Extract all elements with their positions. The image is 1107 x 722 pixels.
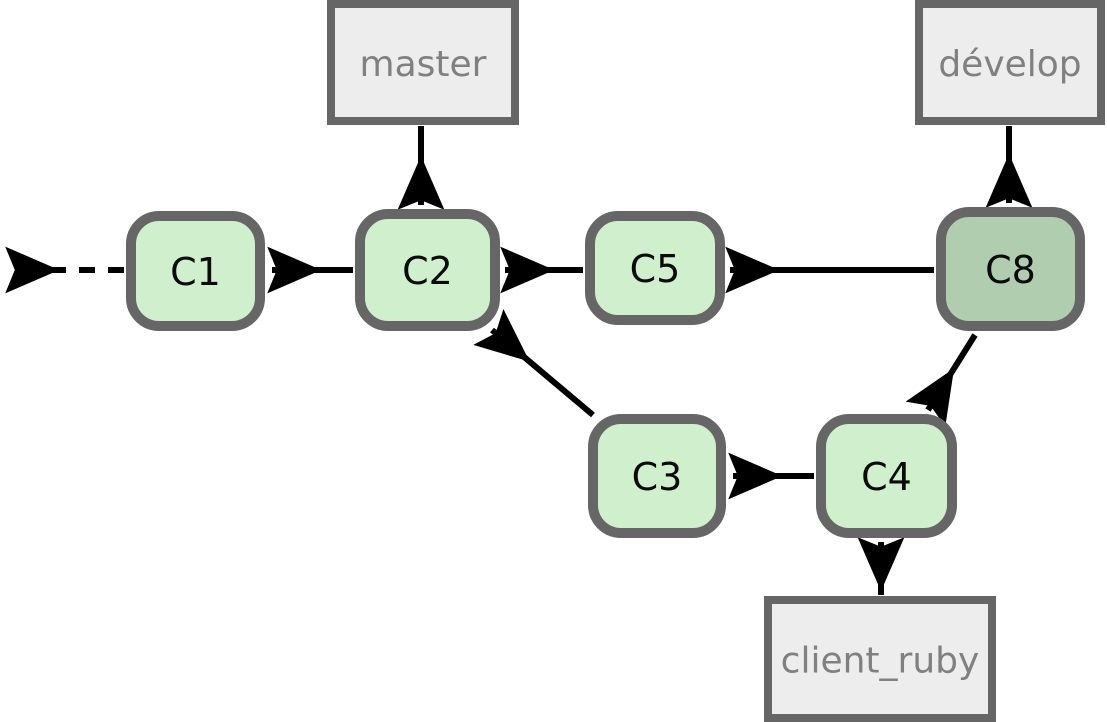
- edge-c8-to-c4: [905, 333, 978, 427]
- commit-node-shape: [816, 414, 957, 538]
- branch-box-shape: [764, 596, 996, 722]
- branch-label-box-develop[interactable]: dévelop: [915, 0, 1105, 125]
- commit-label: C3: [632, 455, 683, 499]
- commit-node-shape: [936, 207, 1085, 331]
- branch-label-box-master[interactable]: master: [327, 0, 519, 125]
- commit-label: C4: [861, 455, 912, 499]
- branch-label-text: dévelop: [938, 44, 1081, 85]
- commit-label: C2: [402, 249, 453, 293]
- commit-node-c8[interactable]: C8: [936, 207, 1085, 331]
- commit-node-c2[interactable]: C2: [355, 209, 500, 331]
- edge-c3-to-c2: [473, 309, 595, 418]
- commit-node-c1[interactable]: C1: [126, 211, 265, 331]
- commit-node-shape: [126, 211, 265, 331]
- branch-label-text: master: [360, 44, 487, 85]
- commit-label: C1: [170, 250, 221, 294]
- branch-label-text: client_ruby: [781, 641, 980, 682]
- commit-node-c4[interactable]: C4: [816, 414, 957, 538]
- branch-box-shape: [327, 0, 519, 125]
- commit-node-shape: [588, 414, 726, 538]
- branch-label-box-client_ruby[interactable]: client_ruby: [764, 596, 996, 722]
- commit-label: C5: [630, 247, 681, 291]
- commit-node-c5[interactable]: C5: [585, 211, 725, 325]
- commit-label: C8: [985, 248, 1036, 292]
- commit-node-shape: [355, 209, 500, 331]
- edges-layer: [5, 126, 1033, 595]
- commit-node-shape: [585, 211, 725, 325]
- commit-node-c3[interactable]: C3: [588, 414, 726, 538]
- branch-box-shape: [915, 0, 1105, 125]
